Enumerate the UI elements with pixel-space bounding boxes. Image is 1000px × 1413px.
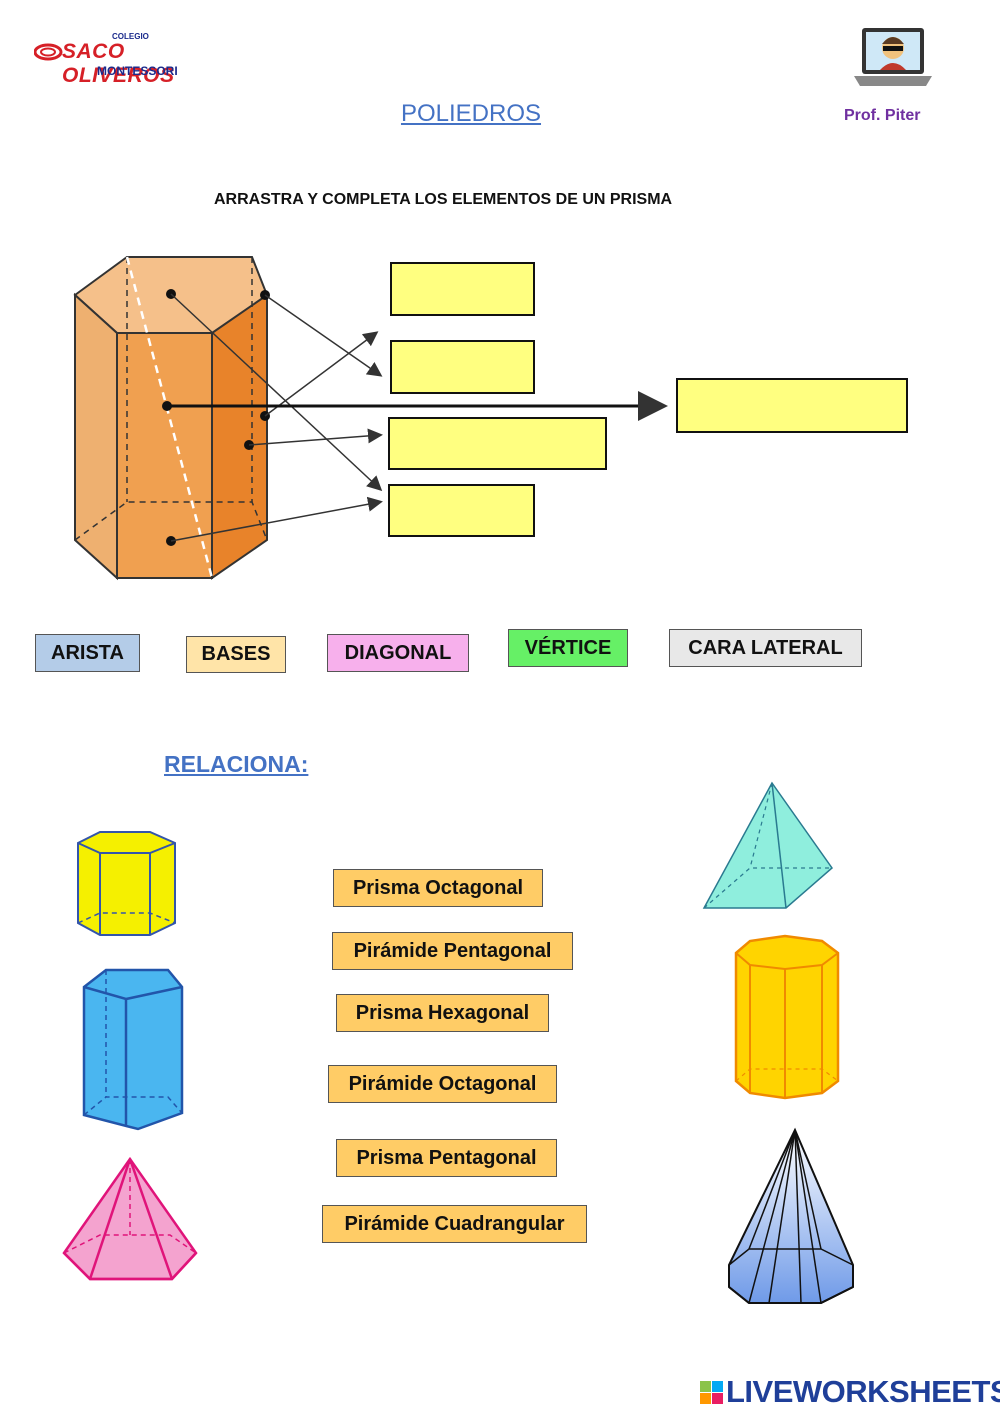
name-piramide-cuadrangular[interactable]: Pirámide Cuadrangular <box>322 1205 587 1243</box>
prism-hidden-edges <box>74 257 268 541</box>
teacher-name: Prof. Piter <box>844 107 921 124</box>
liveworksheets-brand: LIVEWORKSHEETS <box>726 1374 1000 1409</box>
pink-pentagonal-pyramid-icon[interactable] <box>60 1155 200 1285</box>
prism-left-face <box>74 292 118 581</box>
name-prisma-pentagonal[interactable]: Prisma Pentagonal <box>336 1139 557 1177</box>
name-prisma-octagonal[interactable]: Prisma Octagonal <box>333 869 543 907</box>
liveworksheets-logo-icon <box>700 1381 723 1404</box>
teacher-avatar-icon <box>854 28 932 86</box>
logo-small-text: COLEGIO <box>112 32 149 41</box>
name-prisma-hexagonal[interactable]: Prisma Hexagonal <box>336 994 549 1032</box>
prism-front-face <box>116 332 213 579</box>
name-piramide-pentagonal[interactable]: Pirámide Pentagonal <box>332 932 573 970</box>
dropbox-5[interactable] <box>676 378 908 433</box>
dropbox-2[interactable] <box>390 340 535 394</box>
blue-octagonal-pyramid-icon[interactable] <box>725 1125 860 1310</box>
logo-main-text: SACO OLIVEROS <box>62 40 175 87</box>
prism-diagram <box>73 256 668 581</box>
name-piramide-octagonal[interactable]: Pirámide Octagonal <box>328 1065 557 1103</box>
page-title: POLIEDROS <box>400 100 542 127</box>
cyan-square-pyramid-icon[interactable] <box>700 778 838 913</box>
yellow-octagonal-prism-icon[interactable] <box>730 933 845 1103</box>
relate-title: RELACIONA: <box>164 751 309 777</box>
word-cara-lateral[interactable]: CARA LATERAL <box>669 629 862 667</box>
yellow-hexagonal-prism-icon[interactable] <box>70 825 185 945</box>
dropbox-3[interactable] <box>388 417 607 470</box>
dropbox-4[interactable] <box>388 484 535 537</box>
blue-pentagonal-prism-icon[interactable] <box>76 965 191 1135</box>
word-diagonal[interactable]: DIAGONAL <box>327 634 469 672</box>
logo-swirl-icon <box>34 43 63 61</box>
logo-sub-text: MONTESSORI <box>97 64 178 78</box>
word-bases[interactable]: BASES <box>186 636 286 673</box>
dropbox-1[interactable] <box>390 262 535 316</box>
word-arista[interactable]: ARISTA <box>35 634 140 672</box>
prism-right-face <box>211 293 268 580</box>
word-vertice[interactable]: VÉRTICE <box>508 629 628 667</box>
instruction-text: ARRASTRA Y COMPLETA LOS ELEMENTOS DE UN … <box>214 191 673 208</box>
